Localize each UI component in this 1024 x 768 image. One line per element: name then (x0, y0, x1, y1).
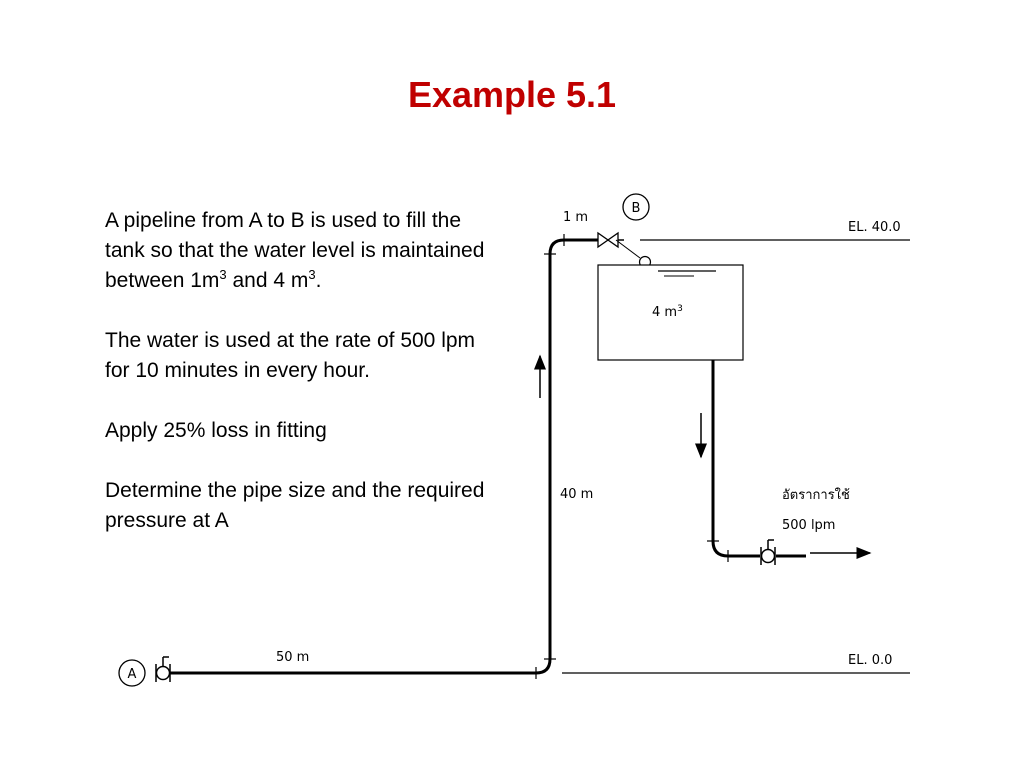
length-50m-label: 50 m (276, 650, 309, 665)
point-a-circle (118, 659, 146, 687)
page-title: Example 5.1 (407, 74, 617, 115)
usage-rate-label: 500 lpm (782, 518, 835, 533)
length-40m-label: 40 m (560, 487, 593, 502)
elevation-bottom-label: EL. 0.0 (848, 653, 892, 668)
supply-pipe (170, 238, 598, 675)
problem-statement: A pipeline from A to B is used to fill t… (105, 206, 500, 566)
point-b-label: B (632, 201, 641, 216)
float-valve-icon (597, 231, 652, 269)
point-b-circle (622, 193, 650, 221)
usage-thai-label: อัตราการใช้ (782, 487, 850, 503)
water-tank (597, 264, 744, 361)
valve-a-icon (155, 656, 171, 682)
problem-paragraph-3: Apply 25% loss in fitting (105, 419, 327, 442)
elevation-top-label: EL. 40.0 (848, 220, 901, 235)
problem-paragraph-2: The water is used at the rate of 500 lpm… (105, 329, 476, 382)
length-1m-label: 1 m (563, 210, 588, 225)
water-level-icon (658, 270, 716, 277)
outlet-valve-icon (760, 539, 776, 565)
tank-volume-label: 4 m3 (652, 304, 683, 320)
problem-paragraph-1: A pipeline from A to B is used to fill t… (105, 209, 485, 292)
point-a-label: A (128, 667, 137, 682)
problem-paragraph-4: Determine the pipe size and the required… (105, 479, 485, 532)
